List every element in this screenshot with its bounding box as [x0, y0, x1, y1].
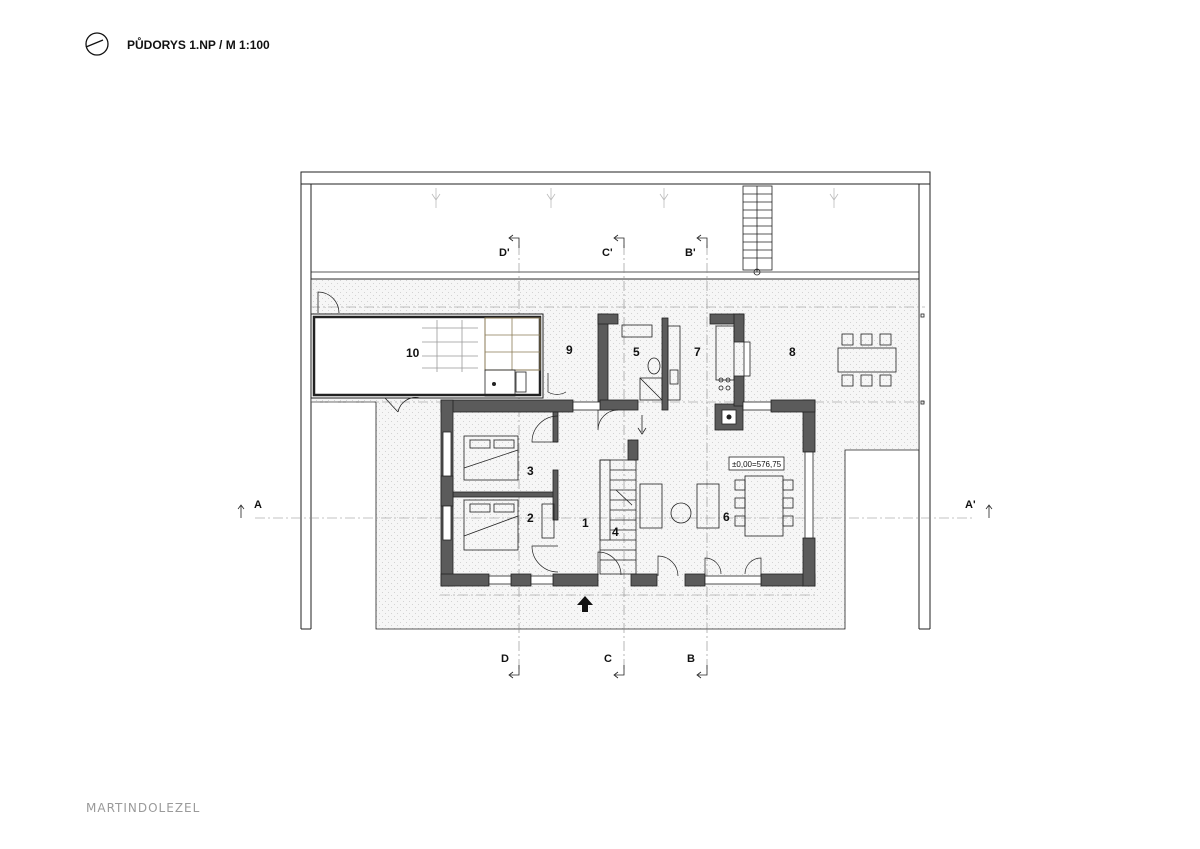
beds [463, 435, 555, 551]
garden-stairs [742, 185, 773, 276]
section-b-prime-label: B' [685, 247, 696, 259]
plan-title: PŮDORYS 1.NP / M 1:100 [127, 36, 270, 52]
section-c-label: C [604, 653, 612, 665]
windows [442, 341, 814, 585]
brand-logo: MARTINDOLEZEL [86, 801, 200, 815]
section-d-label: D [501, 653, 509, 665]
room-5-label: 5 [633, 345, 640, 359]
room-3-label: 3 [527, 464, 534, 478]
section-marker-icon [237, 234, 993, 679]
level-tag-frame [728, 456, 785, 471]
room-2-label: 2 [527, 511, 534, 525]
room-4-label: 4 [612, 525, 619, 539]
terrace-table [837, 333, 897, 387]
section-a-prime-label: A' [965, 499, 976, 511]
pergola-frame [300, 171, 931, 630]
indoor-stairs [599, 439, 639, 575]
room-6-label: 6 [723, 510, 730, 524]
section-a-label: A [254, 499, 262, 511]
room-9-label: 9 [566, 343, 573, 357]
kitchen [667, 325, 735, 401]
room-1-label: 1 [582, 516, 589, 530]
room-10-label: 10 [406, 346, 420, 360]
bathroom-fixtures [621, 324, 663, 401]
entrance-arrow-icon [577, 596, 593, 612]
room-7-label: 7 [694, 345, 701, 359]
garden-shed [310, 291, 544, 399]
level-tag: ±0,00=576,75 [732, 460, 782, 469]
section-b-label: B [687, 653, 695, 665]
section-d-prime-label: D' [499, 247, 510, 259]
living-furniture [639, 475, 794, 537]
doors [531, 373, 762, 577]
frame-markers [920, 313, 925, 405]
section-c-prime-label: C' [602, 247, 613, 259]
north-arrow-icon [85, 32, 109, 56]
garden-plants [431, 188, 839, 208]
room-8-label: 8 [789, 345, 796, 359]
